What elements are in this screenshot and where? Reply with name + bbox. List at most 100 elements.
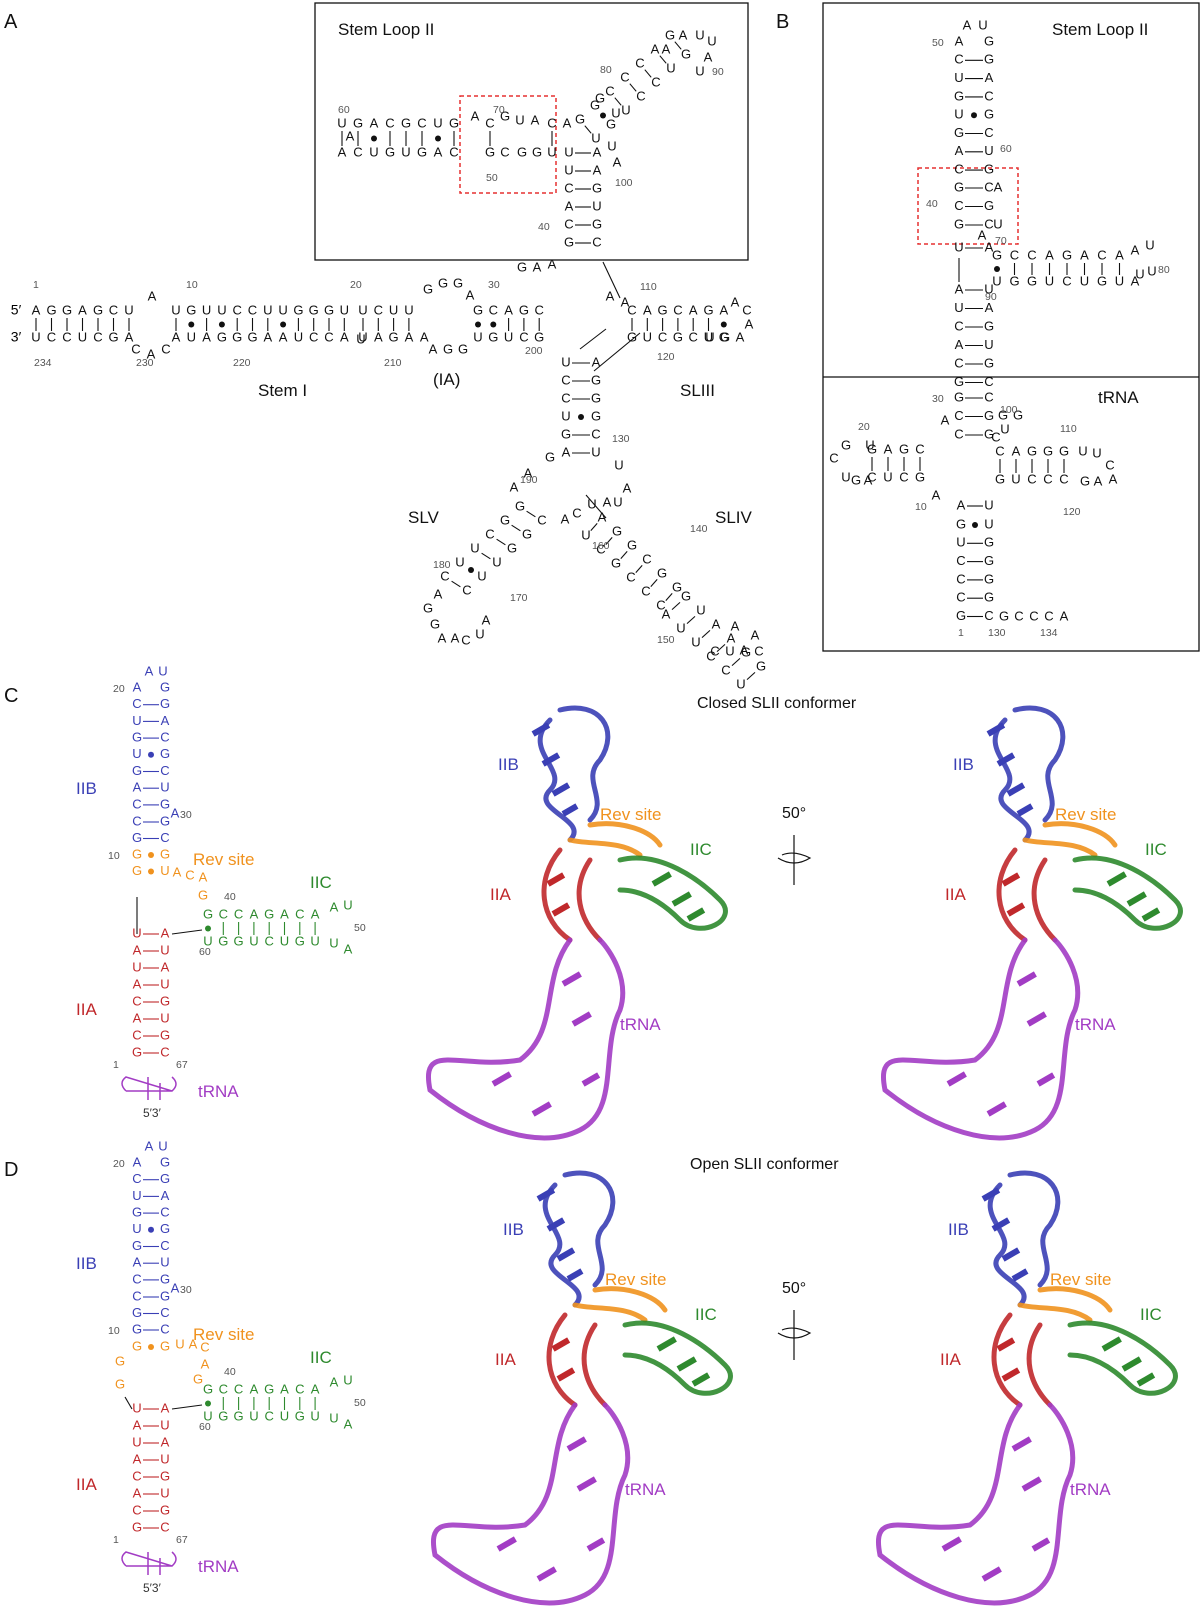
position-number: 160 [592, 540, 610, 552]
position-number: 100 [615, 177, 633, 189]
nucleotide: A [712, 616, 721, 631]
nucleotide: A [434, 586, 443, 601]
nucleotide: C [185, 867, 194, 882]
nucleotide: A [420, 329, 429, 344]
base-rung [1001, 872, 1021, 887]
base-rung [1011, 1436, 1032, 1452]
model-label-iia: IIA [940, 1350, 961, 1369]
nucleotide: A [884, 441, 893, 456]
nucleotide: U [132, 959, 141, 974]
nucleotide: U [504, 329, 513, 344]
nucleotide: U [984, 497, 993, 512]
nucleotide: C [132, 993, 141, 1008]
position-number: 140 [690, 523, 708, 535]
nucleotide: G [160, 1288, 170, 1303]
nucleotide: C [954, 426, 963, 441]
nucleotide: A [593, 162, 602, 177]
nucleotide: U [160, 1010, 169, 1025]
nucleotide: A [955, 143, 964, 158]
nucleotide: G [247, 329, 257, 344]
base-rung [496, 1536, 517, 1552]
nucleotide: C [449, 144, 458, 159]
nucleotide: U [547, 144, 556, 159]
nucleotide: G [132, 1044, 142, 1059]
nucleotide: C [537, 512, 546, 527]
ends-label: 5′3′ [143, 1581, 162, 1595]
nucleotide: C [867, 469, 876, 484]
model-label-iic: IIC [695, 1305, 717, 1324]
ribbon-strand [546, 1312, 608, 1408]
base-rung [531, 722, 551, 737]
nucleotide: G [984, 162, 994, 177]
nucleotide: C [706, 648, 715, 663]
gu-pair-dot [720, 321, 727, 328]
nucleotide: C [984, 125, 993, 140]
nucleotide: G [453, 275, 463, 290]
panel-b-letter: B [776, 11, 789, 33]
position-number: 40 [224, 891, 236, 903]
nucleotide: G [999, 608, 1009, 623]
nucleotide: G [867, 441, 877, 456]
nucleotide: C [984, 179, 993, 194]
nucleotide: A [133, 1255, 142, 1270]
nucleotide: C [132, 1271, 141, 1286]
nucleotide: U [591, 130, 600, 145]
nucleotide: G [295, 1408, 305, 1423]
nucleotide: A [434, 144, 443, 159]
position-number: 220 [233, 357, 251, 369]
nucleotide: U [389, 302, 398, 317]
nucleotide: U [954, 107, 963, 122]
label-slv: SLV [408, 508, 440, 527]
nucleotide: A [133, 1417, 142, 1432]
nucleotide: A [593, 144, 602, 159]
base-rung [566, 1436, 587, 1452]
position-number: 200 [525, 345, 543, 357]
nucleotide: C [132, 1171, 141, 1186]
nucleotide: A [32, 302, 41, 317]
base-rung [671, 891, 692, 907]
position-number: 70 [493, 104, 505, 116]
position-number: 10 [108, 1325, 120, 1337]
nucleotide: A [133, 679, 142, 694]
model-label-iib: IIB [948, 1220, 969, 1239]
nucleotide: U [705, 329, 714, 344]
nucleotide: U [160, 1417, 169, 1432]
nucleotide: U [202, 302, 211, 317]
position-number: 190 [520, 474, 538, 486]
model-label-rev-site: Rev site [605, 1270, 666, 1289]
nucleotide: C [160, 1519, 169, 1534]
panel-a-highlight-box [459, 95, 557, 194]
nucleotide: G [132, 1519, 142, 1534]
position-number: 60 [199, 1421, 211, 1433]
ribbon-strand [1067, 1320, 1178, 1396]
nucleotide: U [158, 1138, 167, 1153]
nucleotide: A [482, 612, 491, 627]
rotation-arrow [777, 852, 812, 864]
nucleotide: U [249, 933, 258, 948]
nucleotide: U [1135, 266, 1144, 281]
ribbon-strand [1022, 821, 1118, 858]
position-number: 20 [350, 279, 362, 291]
trna-glyph [121, 1551, 177, 1575]
nucleotide: A [1115, 247, 1124, 262]
nucleotide: A [161, 1400, 170, 1415]
position-number: 90 [712, 66, 724, 78]
nucleotide: G [545, 449, 555, 464]
nucleotide: A [133, 1154, 142, 1169]
nucleotide: A [562, 444, 571, 459]
nucleotide: C [519, 329, 528, 344]
nucleotide: G [132, 1321, 142, 1336]
nucleotide: G [1009, 273, 1019, 288]
bond-line [629, 83, 637, 92]
nucleotide: C [160, 830, 169, 845]
nucleotide: A [598, 509, 607, 524]
nucleotide: G [741, 644, 751, 659]
nucleotide: U [993, 216, 1002, 231]
bond-line [526, 510, 536, 518]
nucleotide: U [561, 354, 570, 369]
rotation-arrow [777, 1327, 812, 1339]
base-rung [1106, 871, 1127, 887]
nucleotide: G [160, 746, 170, 761]
nucleotide: U [78, 329, 87, 344]
